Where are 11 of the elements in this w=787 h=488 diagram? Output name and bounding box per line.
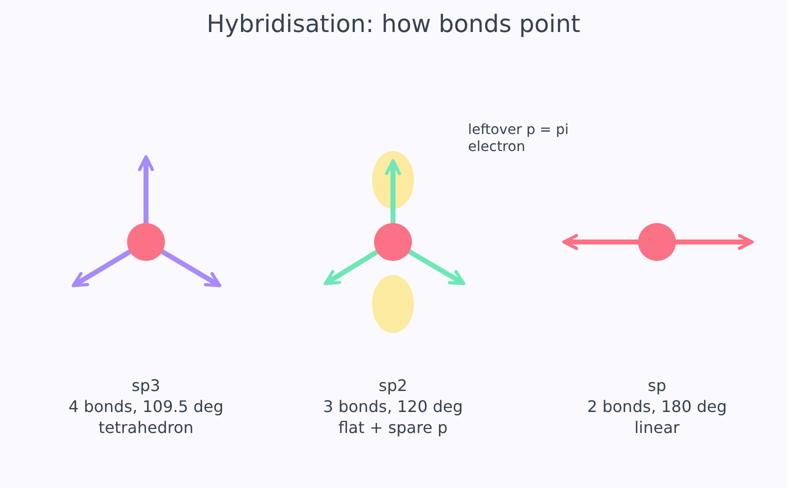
- hybrid-name: sp2: [378, 376, 408, 395]
- geometry-caption: 2 bonds, 180 deg: [586, 397, 728, 416]
- annotation-note: leftover p = pi electron: [468, 122, 570, 156]
- geometry-caption: 3 bonds, 120 deg: [322, 397, 464, 416]
- diagram-title: Hybridisation: how bonds point: [206, 10, 582, 38]
- shape-name: linear: [633, 418, 681, 437]
- geometry-caption: 4 bonds, 109.5 deg: [67, 397, 225, 416]
- shape-name: flat + spare p: [337, 418, 449, 437]
- shape-name: tetrahedron: [97, 418, 195, 437]
- hybrid-name: sp: [646, 376, 668, 395]
- hybrid-name: sp3: [130, 376, 162, 395]
